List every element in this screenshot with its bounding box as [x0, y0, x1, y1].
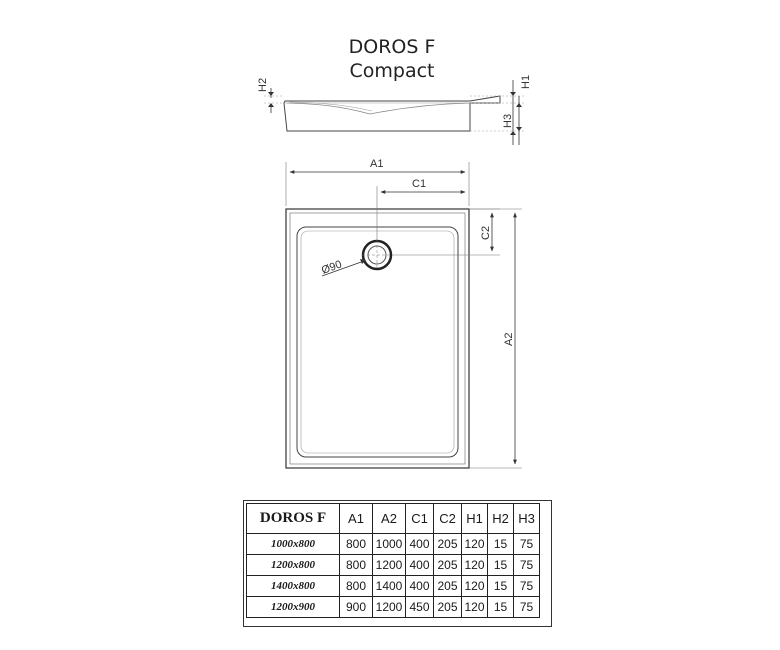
cell-c2: 205 [433, 533, 462, 555]
h1-label: H1 [520, 75, 532, 89]
technical-drawing: H2 H1 H3 A1 C1 C2 A2 Ø9 [257, 75, 532, 469]
side-profile-view [264, 80, 525, 145]
cell-c1: 400 [405, 533, 434, 555]
cell-a2: 1000 [372, 533, 406, 555]
cell-c2: 205 [433, 596, 462, 618]
cell-c2: 205 [433, 575, 462, 597]
cell-c2: 205 [433, 554, 462, 576]
cell-h3: 75 [513, 554, 540, 576]
header-c1: C1 [405, 503, 434, 534]
cell-h1: 120 [461, 596, 488, 618]
product-title: DOROS F [348, 36, 436, 58]
h2-label: H2 [257, 78, 269, 92]
cell-model: 1000x800 [246, 533, 340, 555]
cell-a2: 1200 [372, 554, 406, 576]
table-row: 1200x900 900 1200 450 205 120 15 75 [246, 596, 540, 618]
cell-a1: 800 [339, 554, 373, 576]
drain-icon [361, 239, 393, 271]
table-row: 1200x800 800 1200 400 205 120 15 75 [246, 554, 540, 576]
table-row: 1000x800 800 1000 400 205 120 15 75 [246, 533, 540, 555]
a1-label: A1 [370, 158, 383, 170]
cell-a1: 900 [339, 596, 373, 618]
cell-c1: 400 [405, 575, 434, 597]
cell-h1: 120 [461, 554, 488, 576]
cell-c1: 450 [405, 596, 434, 618]
c1-label: C1 [412, 178, 426, 190]
cell-model: 1200x900 [246, 596, 340, 618]
cell-a1: 800 [339, 575, 373, 597]
h3-label: H3 [502, 114, 514, 128]
cell-h2: 15 [487, 575, 514, 597]
cell-model: 1400x800 [246, 575, 340, 597]
c2-label: C2 [480, 226, 492, 240]
table-header-row: DOROS F A1 A2 C1 C2 H1 H2 H3 [246, 503, 540, 534]
header-a1: A1 [339, 503, 373, 534]
header-a2: A2 [372, 503, 406, 534]
cell-h1: 120 [461, 533, 488, 555]
table-row: 1400x800 800 1400 400 205 120 15 75 [246, 575, 540, 597]
cell-h3: 75 [513, 533, 540, 555]
cell-a2: 1400 [372, 575, 406, 597]
a2-label: A2 [503, 333, 515, 346]
cell-a1: 800 [339, 533, 373, 555]
cell-h3: 75 [513, 596, 540, 618]
header-c2: C2 [433, 503, 462, 534]
header-h1: H1 [461, 503, 488, 534]
header-h3: H3 [513, 503, 540, 534]
cell-model: 1200x800 [246, 554, 340, 576]
cell-c1: 400 [405, 554, 434, 576]
cell-a2: 1200 [372, 596, 406, 618]
cell-h2: 15 [487, 596, 514, 618]
cell-h1: 120 [461, 575, 488, 597]
cell-h3: 75 [513, 575, 540, 597]
header-h2: H2 [487, 503, 514, 534]
cell-h2: 15 [487, 554, 514, 576]
product-subtitle: Compact [349, 60, 435, 82]
top-plan-view [285, 162, 522, 469]
header-model: DOROS F [246, 503, 340, 534]
cell-h2: 15 [487, 533, 514, 555]
dimensions-table: DOROS F A1 A2 C1 C2 H1 H2 H3 1000x800 80… [246, 503, 540, 618]
